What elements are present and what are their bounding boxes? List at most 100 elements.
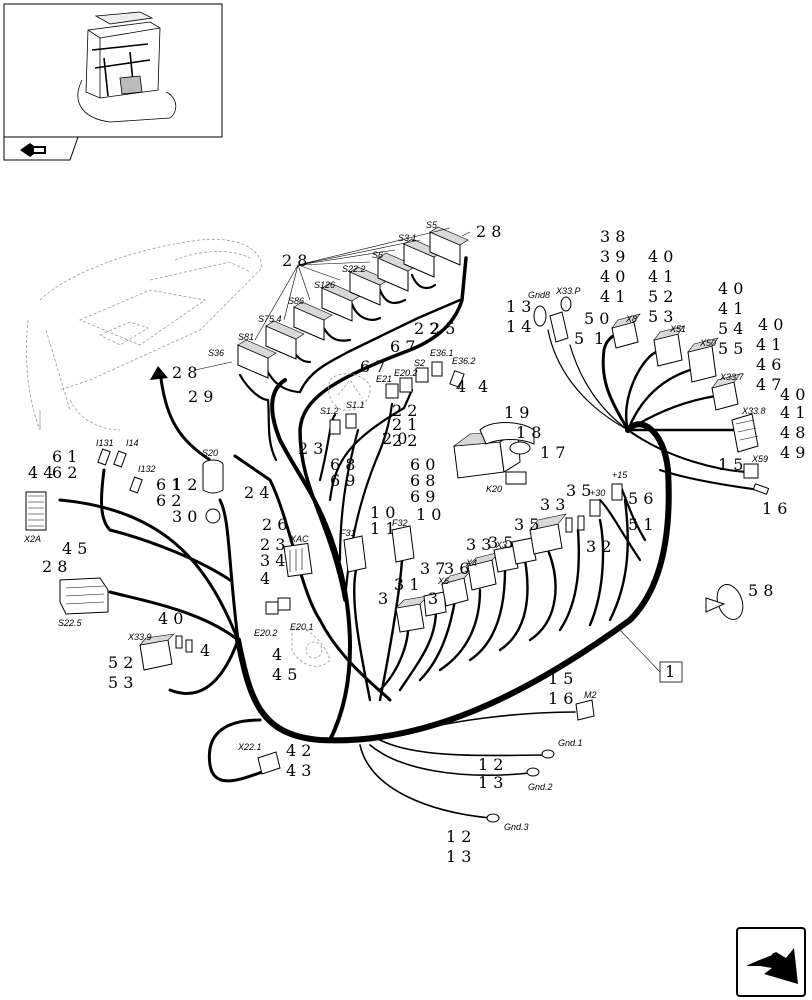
connector-x8[interactable] — [611, 313, 641, 349]
connector-xac[interactable] — [283, 542, 313, 578]
overview-thumbnail[interactable] — [3, 3, 223, 138]
connector-e36-2[interactable] — [449, 370, 465, 388]
connector-cluster-4[interactable] — [467, 551, 501, 591]
relay-plus30[interactable] — [589, 499, 601, 517]
right-connectors — [533, 296, 770, 620]
ground-terminals — [486, 699, 595, 823]
tag-label: X6 — [437, 576, 449, 586]
connector-e36-1[interactable] — [431, 361, 443, 377]
direction-arrowhead — [150, 366, 168, 380]
connector-cluster-2[interactable] — [423, 591, 447, 617]
tag-label: X33.9 — [127, 632, 152, 642]
ref-label: 5 2 — [648, 287, 673, 306]
tag-label: X33.P — [555, 286, 581, 296]
ref-label: 4 0 — [648, 247, 673, 266]
ref-label: 6 2 — [52, 463, 77, 482]
lamp-e20-1 — [291, 627, 331, 667]
relay-plus15[interactable] — [611, 483, 623, 501]
connector-s81[interactable] — [265, 320, 305, 360]
connector-i132[interactable] — [129, 476, 143, 494]
tag-label: X3 — [495, 540, 507, 550]
tag-label: S126 — [314, 280, 335, 290]
connector-i131[interactable] — [97, 448, 111, 466]
connector-s2[interactable] — [415, 367, 429, 383]
connector-cluster-5[interactable] — [493, 545, 519, 573]
connector-x33-8[interactable] — [731, 413, 759, 453]
tag-label: Gnd.3 — [504, 822, 529, 832]
connector-m2[interactable] — [575, 699, 595, 721]
ref-label: 1 2 — [446, 827, 471, 846]
connector-f31[interactable] — [343, 535, 367, 573]
connector-e20-2-top[interactable] — [399, 377, 413, 393]
previous-page-nav[interactable] — [3, 136, 79, 161]
connector-x2a[interactable] — [25, 491, 47, 531]
connector-x59[interactable] — [743, 463, 759, 479]
connector-s22-5[interactable] — [59, 577, 109, 615]
connector-s36[interactable] — [237, 339, 277, 379]
tag-label: S1.2 — [320, 406, 339, 416]
connector-16[interactable] — [752, 483, 770, 495]
ref-label: 1 7 — [540, 443, 565, 462]
ref-label: 1 2 — [172, 475, 197, 494]
connector-f32[interactable] — [391, 525, 415, 563]
reference-labels: 2 8 2 8 2 8 2 8 2 9 2 4 3 0 6 1 6 2 6 1 … — [28, 222, 805, 866]
connector-x33-p[interactable] — [549, 296, 572, 343]
ref-label: 1 5 — [718, 455, 743, 474]
tag-label: S1.1 — [346, 400, 365, 410]
ref-label: 4 0 — [758, 315, 783, 334]
connector-cluster-7[interactable] — [529, 513, 567, 555]
connector-x33-7[interactable] — [711, 373, 741, 411]
leaders-28 — [194, 227, 471, 371]
connector-cluster-6[interactable] — [511, 537, 537, 565]
switch-s20[interactable] — [202, 459, 224, 524]
tag-label: E20.1 — [290, 622, 314, 632]
connector-s3-1[interactable] — [429, 226, 469, 266]
gnd1-terminal[interactable] — [541, 749, 555, 759]
ref-label: 4 1 — [756, 335, 781, 354]
tag-label: Gnd.1 — [558, 738, 583, 748]
ref-label: 1 5 — [548, 669, 573, 688]
gnd3-terminal[interactable] — [486, 813, 500, 823]
direction-arrow-icon — [158, 369, 211, 462]
connector-s75-4[interactable] — [293, 301, 333, 341]
connector-e21[interactable] — [385, 383, 399, 399]
tag-label: X51 — [669, 324, 686, 334]
connector-cluster-3[interactable] — [440, 569, 474, 607]
switch-s1-2[interactable] — [329, 419, 341, 435]
ground-gnd8[interactable] — [533, 305, 547, 327]
component-tags: S5 S3.1 S6 S22.2 S126 S86 S75.4 S81 S36 … — [23, 220, 768, 832]
ref-label: 2 0 — [382, 429, 407, 448]
relay-k20[interactable] — [452, 422, 535, 485]
connector-x50[interactable] — [687, 337, 719, 383]
ref-label: 6 2 — [156, 491, 181, 510]
tag-label: S2 — [414, 358, 425, 368]
ref-label: 4 0 — [718, 279, 743, 298]
tag-label: X8 — [625, 314, 637, 324]
connector-x22-1[interactable] — [257, 751, 281, 775]
connector-x51[interactable] — [653, 325, 685, 367]
ref-label: 1 0 — [416, 505, 441, 524]
ref-label: 1 — [594, 329, 604, 348]
connector-e20-2[interactable] — [265, 597, 291, 615]
tag-label: E36.1 — [430, 348, 454, 358]
next-page-nav[interactable] — [736, 927, 806, 997]
tag-label: X59 — [751, 454, 768, 464]
connector-cluster-1[interactable] — [395, 595, 429, 633]
tag-label: S22.2 — [342, 264, 366, 274]
connector-s126[interactable] — [349, 266, 389, 306]
ref-label: 5 1 — [628, 515, 653, 534]
switch-s1-1[interactable] — [345, 413, 357, 429]
tag-label: X4 — [465, 558, 477, 568]
connector-i14[interactable] — [113, 450, 127, 468]
tag-label: E36.2 — [452, 356, 476, 366]
gnd2-terminal[interactable] — [526, 767, 540, 777]
connector-x33-9[interactable] — [139, 633, 175, 671]
ref-label: 3 5 — [514, 515, 539, 534]
ref-label: 5 2 — [108, 653, 133, 672]
ref-label: 6 7 — [390, 337, 415, 356]
tag-label: S22.5 — [58, 618, 83, 628]
tag-label: X22.1 — [237, 742, 262, 752]
ref-label: 3 1 — [394, 575, 419, 594]
ref-label: 3 7 — [420, 559, 445, 578]
tag-label: S3.1 — [398, 233, 417, 243]
